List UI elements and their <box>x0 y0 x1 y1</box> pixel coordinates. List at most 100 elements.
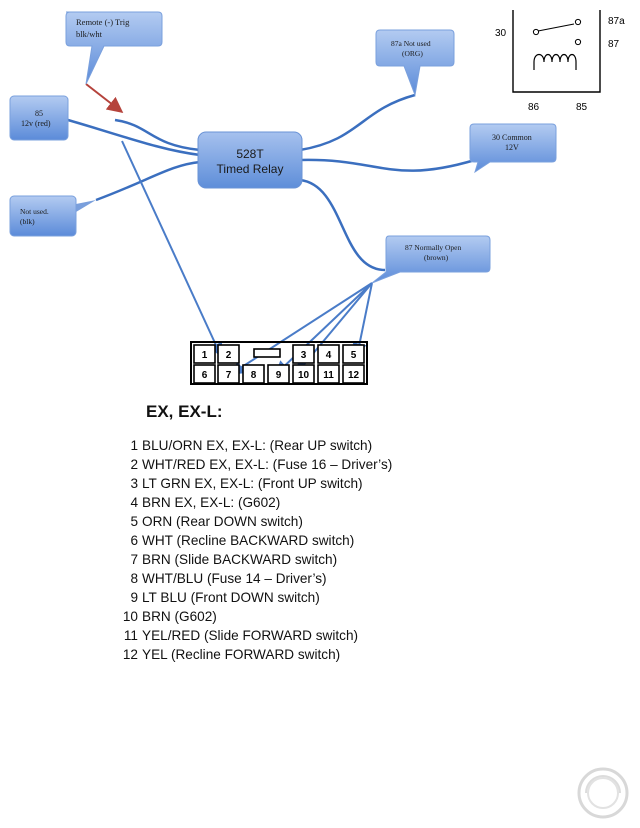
relay-contact-87 <box>574 38 582 46</box>
pin-4: 4 <box>326 350 332 361</box>
legend-item-number: 4 <box>130 495 138 510</box>
svg-text:30 Common: 30 Common <box>492 133 532 142</box>
legend-item-number: 12 <box>122 647 138 662</box>
pin-1: 1 <box>202 350 208 361</box>
legend-title: EX, EX-L: <box>146 402 223 421</box>
legend-item: 9 LT BLU (Front DOWN switch) <box>118 588 538 607</box>
arrow-85-to-pin2 <box>121 140 223 358</box>
relay-label-30: 30 <box>495 28 507 39</box>
legend-item-text: ORN (Rear DOWN switch) <box>142 514 303 529</box>
svg-text:Not used.: Not used. <box>20 207 49 216</box>
legend-item: 6 WHT (Recline BACKWARD switch) <box>118 531 538 550</box>
legend-item-number: 2 <box>130 457 138 472</box>
pin-11: 11 <box>323 370 334 381</box>
timed-relay-box: 528T Timed Relay <box>197 131 303 189</box>
legend-item-text: LT GRN EX, EX-L: (Front UP switch) <box>142 476 363 491</box>
remote-trig-line1: Remote (-) Trig <box>76 17 130 27</box>
svg-text:blk/wht: blk/wht <box>76 29 103 39</box>
svg-text:(ORG): (ORG) <box>402 49 423 58</box>
wire-87 <box>299 178 386 272</box>
legend-item-number: 1 <box>130 438 138 453</box>
svg-text:(brown): (brown) <box>424 253 449 262</box>
legend-item-number: 10 <box>122 609 138 624</box>
legend-item-number: 8 <box>130 571 138 586</box>
relay-label-87: 87 <box>608 39 620 50</box>
relay-line1: 528T <box>236 147 264 161</box>
legend-item-number: 3 <box>130 476 138 491</box>
legend-item-number: 7 <box>130 552 138 567</box>
connector: 1 2 3 4 5 6 7 8 9 10 11 12 <box>190 341 368 385</box>
common30-line2: 12V <box>505 143 519 152</box>
arrow-87-to-pin9 <box>274 282 373 375</box>
legend-item-number: 5 <box>130 514 138 529</box>
legend-item-number: 9 <box>130 590 138 605</box>
relay-line2: Timed Relay <box>217 162 284 176</box>
legend-item: 8 WHT/BLU (Fuse 14 – Driver’s) <box>118 569 538 588</box>
pin87a-line2: (ORG) <box>402 49 423 58</box>
legend-item-text: BLU/ORN EX, EX-L: (Rear UP switch) <box>142 438 373 453</box>
wire-30 <box>299 158 476 172</box>
svg-text:12v (red): 12v (red) <box>21 119 51 128</box>
pin-5: 5 <box>351 350 357 361</box>
remote-trig-arrow <box>85 83 124 113</box>
not-used-line1: Not used. <box>20 207 49 216</box>
legend-item-text: BRN EX, EX-L: (G602) <box>142 495 281 510</box>
callout-not-used: Not used. (blk) <box>9 195 96 237</box>
pin-10: 10 <box>298 370 310 381</box>
svg-text:87a Not used: 87a Not used <box>391 39 431 48</box>
legend-item: 2 WHT/RED EX, EX-L: (Fuse 16 – Driver’s) <box>118 455 538 474</box>
legend-item-text: LT BLU (Front DOWN switch) <box>142 590 320 605</box>
pin-12: 12 <box>348 370 360 381</box>
legend-item: 3 LT GRN EX, EX-L: (Front UP switch) <box>118 474 538 493</box>
relay-coil-icon <box>533 53 577 70</box>
common30-line1: 30 Common <box>492 133 532 142</box>
pin-9: 9 <box>276 370 282 381</box>
svg-text:Timed Relay: Timed Relay <box>217 162 284 176</box>
pin-3: 3 <box>301 350 307 361</box>
remote-trig-line2: blk/wht <box>76 29 103 39</box>
pin87-line1: 87 Normally Open <box>405 243 461 252</box>
pin-8: 8 <box>251 370 257 381</box>
wires <box>67 93 476 272</box>
pin-legend: EX, EX-L: 1 BLU/ORN EX, EX-L: (Rear UP sw… <box>118 402 538 664</box>
legend-item-text: WHT/BLU (Fuse 14 – Driver’s) <box>142 571 327 586</box>
pin-6: 6 <box>202 370 208 381</box>
legend-item-number: 6 <box>130 533 138 548</box>
wire-remote-trig <box>114 118 201 152</box>
legend-item: 1 BLU/ORN EX, EX-L: (Rear UP switch) <box>118 436 538 455</box>
relay-contact-30 <box>532 28 540 36</box>
legend-item-text: YEL (Recline FORWARD switch) <box>142 647 341 662</box>
svg-text:(blk): (blk) <box>20 217 35 226</box>
pin87a-line1: 87a Not used <box>391 39 431 48</box>
relay-label-87a: 87a <box>608 16 625 27</box>
svg-text:Remote (-) Trig: Remote (-) Trig <box>76 17 130 27</box>
wire-not-used <box>95 160 201 202</box>
pin87-line2: (brown) <box>424 253 449 262</box>
legend-item-text: WHT (Recline BACKWARD switch) <box>142 533 355 548</box>
callout-pin87a: 87a Not used (ORG) <box>375 29 455 97</box>
wire-85 <box>67 118 201 157</box>
relay-contact-87a <box>574 18 582 26</box>
legend-item-text: WHT/RED EX, EX-L: (Fuse 16 – Driver’s) <box>142 457 393 472</box>
svg-text:85: 85 <box>35 109 43 118</box>
arrow-87-to-pin5 <box>352 282 373 358</box>
legend-item-text: YEL/RED (Slide FORWARD switch) <box>142 628 359 643</box>
svg-text:12V: 12V <box>505 143 519 152</box>
legend-item-text: BRN (G602) <box>142 609 217 624</box>
callout-pin85: 85 12v (red) <box>9 95 69 141</box>
callout-remote-trig: Remote (-) Trig blk/wht <box>65 11 163 85</box>
callout-common30: 30 Common 12V <box>469 123 557 174</box>
legend-item: 12 YEL (Recline FORWARD switch) <box>118 645 538 664</box>
svg-text:528T: 528T <box>236 147 264 161</box>
relay-label-86: 86 <box>528 102 540 113</box>
relay-label-85: 85 <box>576 102 588 113</box>
legend-item: 4 BRN EX, EX-L: (G602) <box>118 493 538 512</box>
not-used-line2: (blk) <box>20 217 35 226</box>
pin-7: 7 <box>226 370 232 381</box>
arrow-87-to-pin7 <box>229 282 373 375</box>
wire-87a <box>299 93 416 152</box>
